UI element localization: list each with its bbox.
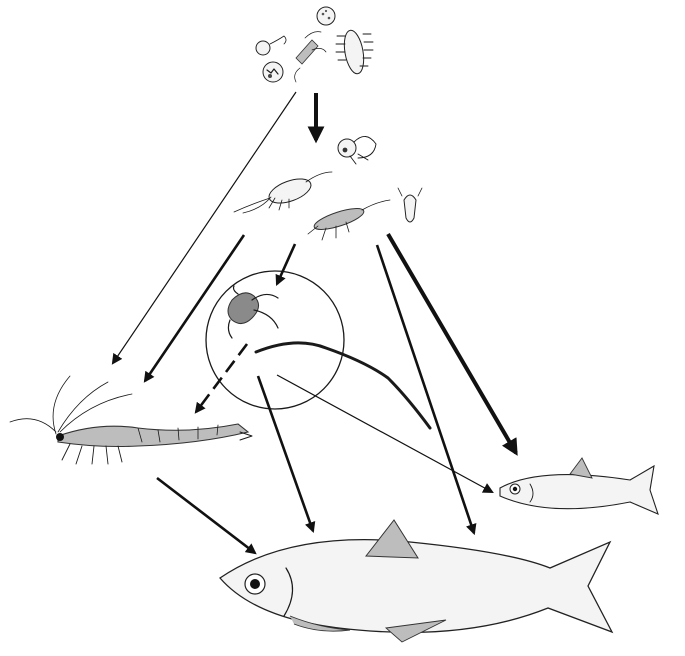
trophic-arrows: [113, 92, 516, 553]
arrow-shrimp-to-large-fish: [157, 478, 255, 553]
arrow-zooplankton-to-jellyfish: [277, 244, 295, 284]
arrow-jellyfish-to-shrimp: [196, 344, 247, 412]
shrimp-icon: [10, 376, 252, 464]
arrow-zooplankton-to-large-fish: [377, 245, 474, 533]
phytoplankton-icon: [256, 7, 373, 82]
arrow-jellyfish-to-large-fish: [258, 376, 313, 531]
small-fish-icon: [500, 458, 658, 514]
copepod-icon: [234, 136, 422, 240]
large-fish-icon: [220, 520, 612, 642]
highlight-circle: [206, 271, 344, 409]
arrow-zooplankton-to-small-fish: [388, 234, 516, 453]
arrow-jellyfish-to-small-fish: [277, 375, 492, 492]
arrow-phytoplankton-to-shrimp: [113, 92, 296, 363]
